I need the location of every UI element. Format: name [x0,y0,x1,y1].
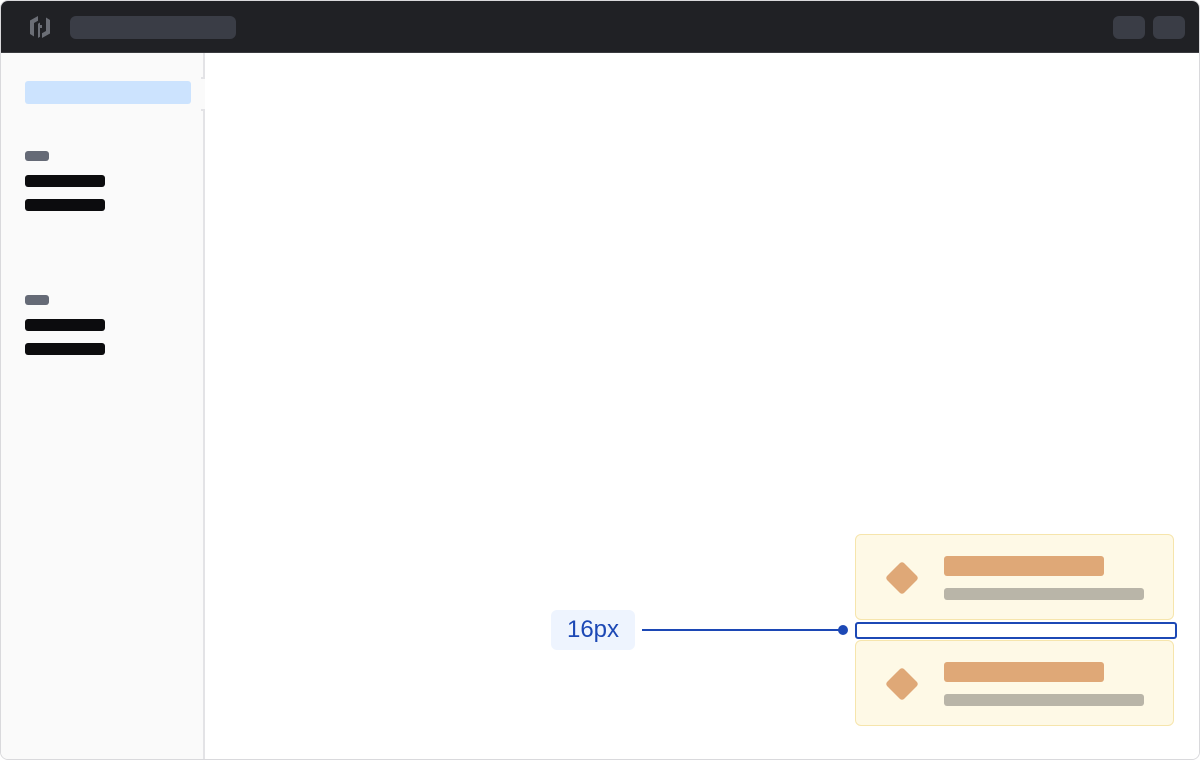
spacing-label: 16px [551,610,635,650]
warning-diamond-icon [885,561,919,595]
toast-title [944,556,1104,576]
sidebar-section-heading [25,151,49,161]
sidebar-item[interactable] [25,343,105,355]
warning-diamond-icon [885,667,919,701]
toast-description [944,588,1144,600]
spacing-highlight [855,622,1177,639]
address-bar[interactable] [70,16,236,39]
toast [855,640,1174,726]
annotation-dot [838,625,848,635]
sidebar [1,53,205,759]
window-button[interactable] [1153,16,1185,39]
sidebar-search-input[interactable] [25,81,191,104]
toast-description [944,694,1144,706]
sidebar-item[interactable] [25,199,105,211]
window-button[interactable] [1113,16,1145,39]
toast [855,534,1174,620]
sidebar-section-heading [25,295,49,305]
sidebar-item[interactable] [25,175,105,187]
annotation-leader-line [642,629,842,631]
hashicorp-logo-icon [30,16,50,38]
toast-title [944,662,1104,682]
title-bar [1,1,1199,53]
sidebar-item[interactable] [25,319,105,331]
